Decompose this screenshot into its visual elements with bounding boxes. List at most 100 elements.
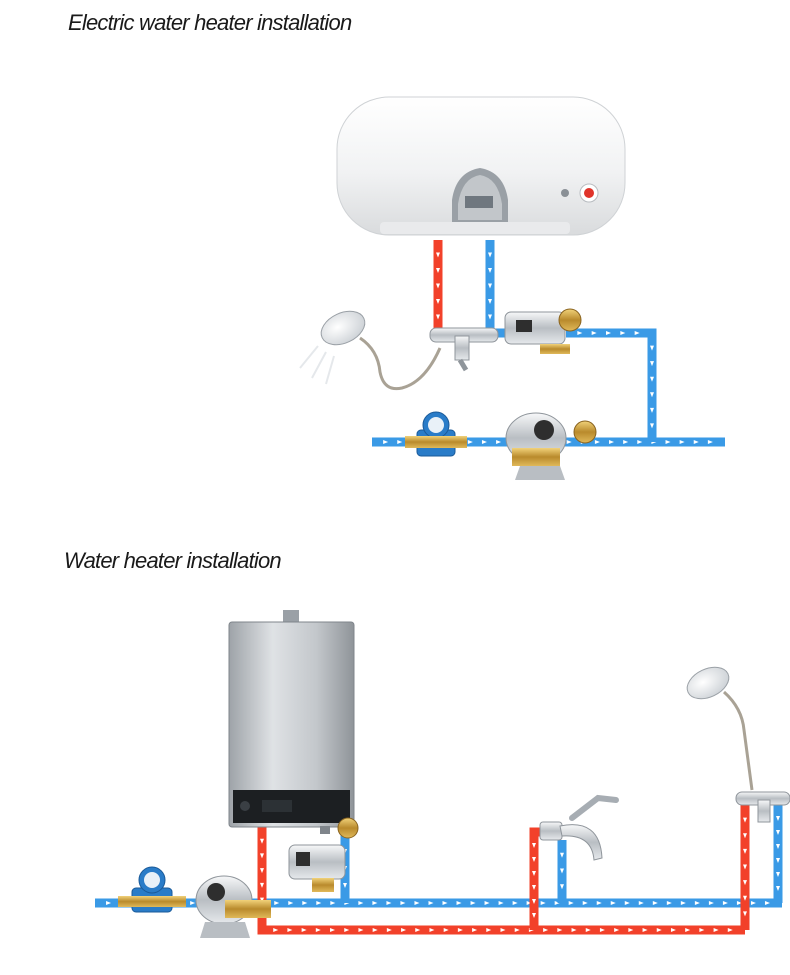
- flow-arrow: [436, 314, 440, 320]
- flow-arrow: [540, 901, 546, 905]
- flow-arrow: [680, 901, 686, 905]
- flow-arrow: [457, 928, 463, 932]
- flow-arrow: [532, 913, 536, 918]
- flow-arrow: [614, 928, 620, 932]
- flow-arrow: [397, 440, 403, 444]
- flow-arrow: [650, 423, 654, 429]
- flow-arrow: [585, 928, 591, 932]
- flow-arrow: [577, 331, 583, 335]
- flow-arrow: [694, 901, 700, 905]
- flow-arrow: [634, 331, 640, 335]
- water-meter-icon: [118, 866, 186, 913]
- cold-inlet-pipe: [485, 240, 505, 338]
- flow-arrow: [764, 901, 770, 905]
- flow-arrow: [302, 901, 308, 905]
- flow-arrow: [650, 407, 654, 413]
- flow-arrow: [638, 901, 644, 905]
- flow-arrow: [496, 440, 502, 444]
- flow-arrow: [727, 928, 733, 932]
- flow-arrow: [190, 901, 196, 905]
- flow-arrow: [526, 901, 532, 905]
- flow-arrow: [386, 928, 392, 932]
- booster-pump-icon: [288, 817, 359, 892]
- flow-arrow: [776, 886, 780, 891]
- flow-arrow: [415, 928, 421, 932]
- flow-arrow: [650, 376, 654, 382]
- flow-arrow: [650, 392, 654, 398]
- hot-main-pipe: [257, 827, 745, 935]
- flow-arrow: [401, 928, 407, 932]
- flow-arrow: [743, 880, 747, 886]
- flow-arrow: [456, 901, 462, 905]
- flow-arrow: [599, 928, 605, 932]
- flow-arrow: [436, 283, 440, 289]
- flow-arrow: [514, 928, 520, 932]
- flow-arrow: [582, 901, 588, 905]
- flow-arrow: [386, 901, 392, 905]
- flow-arrow: [436, 252, 440, 258]
- flow-arrow: [273, 928, 279, 932]
- flow-arrow: [571, 928, 577, 932]
- flow-arrow: [708, 901, 714, 905]
- flow-arrow: [776, 830, 780, 835]
- flow-arrow: [488, 252, 492, 258]
- gas-water-heater-icon: [228, 610, 355, 834]
- flow-arrow: [472, 928, 478, 932]
- flow-arrow: [699, 928, 705, 932]
- booster-pump-icon: [505, 412, 597, 480]
- flow-arrow: [620, 331, 626, 335]
- flow-arrow: [623, 440, 629, 444]
- flow-arrow: [650, 361, 654, 367]
- flow-arrow: [532, 899, 536, 904]
- hot-faucet-pipe: [529, 827, 545, 930]
- flow-arrow: [488, 299, 492, 304]
- flow-arrow: [532, 871, 536, 876]
- flow-arrow: [642, 928, 648, 932]
- flow-arrow: [467, 440, 473, 444]
- flow-arrow: [532, 857, 536, 862]
- flow-arrow: [532, 843, 536, 848]
- flow-arrow: [596, 901, 602, 905]
- flow-arrow: [260, 882, 264, 888]
- flow-arrow: [436, 268, 440, 273]
- shower-head-icon: [686, 666, 754, 791]
- flow-arrow: [481, 440, 487, 444]
- flow-arrow: [594, 440, 600, 444]
- flow-arrow: [106, 901, 112, 905]
- flow-arrow: [500, 928, 506, 932]
- flow-arrow: [330, 928, 336, 932]
- flow-arrow: [488, 314, 492, 320]
- flow-arrow: [260, 838, 264, 844]
- flow-arrow: [260, 853, 264, 859]
- flow-arrow: [591, 331, 597, 335]
- flow-arrow: [736, 901, 742, 905]
- flow-arrow: [429, 928, 435, 932]
- flow-arrow: [488, 283, 492, 289]
- flow-arrow: [750, 901, 756, 905]
- flow-arrow: [560, 884, 564, 890]
- flow-arrow: [743, 848, 747, 854]
- flow-arrow: [656, 928, 662, 932]
- flow-arrow: [443, 928, 449, 932]
- flow-arrow: [743, 833, 747, 839]
- flow-arrow: [560, 868, 564, 874]
- flow-arrow: [693, 440, 699, 444]
- electric-water-heater-icon: [336, 96, 626, 236]
- flow-arrow: [566, 440, 572, 444]
- flow-arrow: [315, 928, 321, 932]
- flow-arrow: [488, 268, 492, 273]
- flow-arrow: [707, 440, 713, 444]
- booster-pump-icon: [195, 875, 271, 938]
- flow-arrow: [776, 844, 780, 849]
- section-title-gas: Water heater installation: [64, 548, 282, 573]
- flow-arrow: [650, 345, 654, 351]
- water-meter-icon: [405, 411, 467, 457]
- flow-arrow: [400, 901, 406, 905]
- flow-arrow: [330, 901, 336, 905]
- flow-arrow: [670, 928, 676, 932]
- flow-arrow: [776, 816, 780, 821]
- flow-arrow: [316, 901, 322, 905]
- flow-arrow: [554, 901, 560, 905]
- mixing-valve-icon: [735, 791, 790, 823]
- flow-arrow: [372, 928, 378, 932]
